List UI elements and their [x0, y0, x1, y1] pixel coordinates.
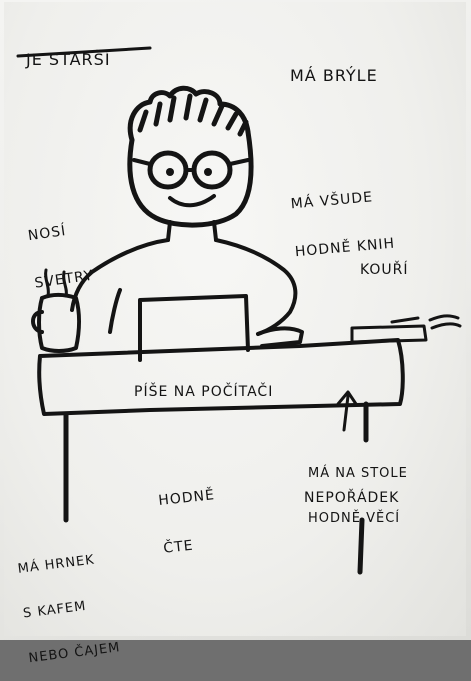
label-is-older: JE STARŠÍ [26, 50, 111, 69]
hair [130, 88, 248, 140]
label-mug-line2: S KAFEM [22, 595, 115, 621]
ashtray [352, 326, 426, 342]
label-mug-line3: NEBO ČAJEM [28, 640, 121, 666]
label-has-glasses: MÁ BRÝLE [290, 66, 378, 85]
label-mug-line1: MÁ HRNEK [17, 551, 110, 577]
label-writes-on-computer: PÍŠE NA POČÍTAČI [134, 384, 273, 400]
smile [170, 196, 214, 205]
label-reads-a-lot-line2: ČTE [163, 535, 221, 557]
glasses-right-lens [194, 153, 230, 187]
label-books-everywhere: MÁ VŠUDE HODNĚ KNIH [287, 156, 397, 276]
label-many-things-on-desk-line2: HODNĚ VĚCÍ [308, 511, 408, 526]
label-books-everywhere-line1: MÁ VŠUDE [290, 188, 391, 213]
label-many-things-on-desk-line1: MÁ NA STOLE [308, 466, 408, 481]
label-books-everywhere-line2: HODNĚ KNIH [294, 236, 395, 261]
right-arm [216, 240, 295, 334]
label-reads-a-lot: HODNĚ ČTE [154, 455, 222, 572]
label-mug: MÁ HRNEK S KAFEM NEBO ČAJEM [13, 521, 123, 681]
arrow-to-desk [338, 392, 356, 430]
hand-on-desk [258, 328, 302, 346]
label-wears-sweaters-line1: NOSÍ [27, 220, 88, 244]
head [130, 132, 251, 225]
label-wears-sweaters-line2: SVETRY [34, 268, 95, 292]
label-reads-a-lot-line1: HODNĚ [158, 487, 216, 509]
label-smokes: KOUŘÍ [360, 262, 409, 278]
label-mess: NEPOŘÁDEK [304, 490, 399, 506]
label-many-things-on-desk: MÁ NA STOLE HODNĚ VĚCÍ [308, 436, 408, 541]
